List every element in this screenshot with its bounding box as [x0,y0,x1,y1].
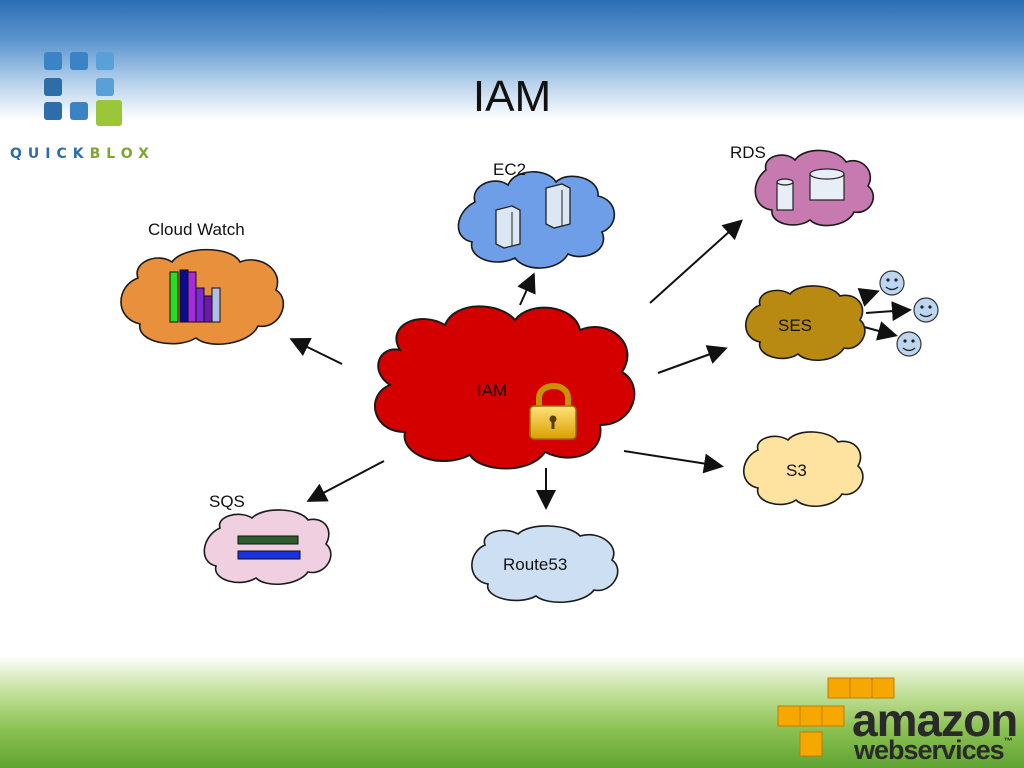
ses-label: SES [778,316,812,335]
slide-title: IAM [472,72,552,121]
quickblox-logo-icon [44,52,122,126]
cloudwatch-cloud: Cloud Watch [120,220,285,346]
ec2-label: EC2 [493,160,526,179]
arrow-to-ec2 [517,272,536,306]
user-smiley-icon-2 [913,297,939,323]
arrow-to-sqs [306,460,385,502]
iam-label: IAM [477,381,507,400]
connection-arrows [289,219,912,510]
bar-chart-icon [169,269,221,323]
cloudwatch-label: Cloud Watch [148,220,245,239]
arrow-to-ses [657,345,728,374]
header-gradient-band [0,0,1024,120]
quickblox-wordmark: QUICKBLOX [10,146,155,162]
server-icon-2 [545,183,571,229]
database-icon-2 [809,168,845,201]
sqs-label: SQS [209,492,245,511]
user-smiley-icon-1 [879,270,905,296]
arrow-to-rds [649,219,743,304]
s3-label: S3 [786,461,807,480]
server-icon-1 [495,205,521,249]
ses-cloud: SES [745,285,866,361]
aws-wordmark-amazon: amazon [852,694,1018,746]
padlock-icon [529,383,577,440]
database-icon-1 [776,178,794,211]
rds-cloud: RDS [730,143,874,227]
s3-cloud: S3 [743,431,864,507]
arrow-to-user-3 [863,321,898,341]
route53-label: Route53 [503,555,567,574]
footer-gradient-band [0,655,1024,768]
iam-cloud: IAM [373,305,636,470]
rds-label: RDS [730,143,766,162]
sqs-cloud: SQS [203,492,332,585]
ec2-cloud: EC2 [457,160,616,269]
aws-cubes-icon [777,677,895,757]
arrow-to-user-2 [865,301,912,322]
arrow-to-s3 [623,450,724,474]
route53-cloud: Route53 [471,525,619,604]
queue-icon [237,535,301,560]
arrow-to-cloudwatch [289,338,343,365]
arrow-to-user-1 [857,287,880,307]
user-smiley-icon-3 [896,331,922,357]
aws-wordmark-webservices: webservices™ [854,735,1013,765]
